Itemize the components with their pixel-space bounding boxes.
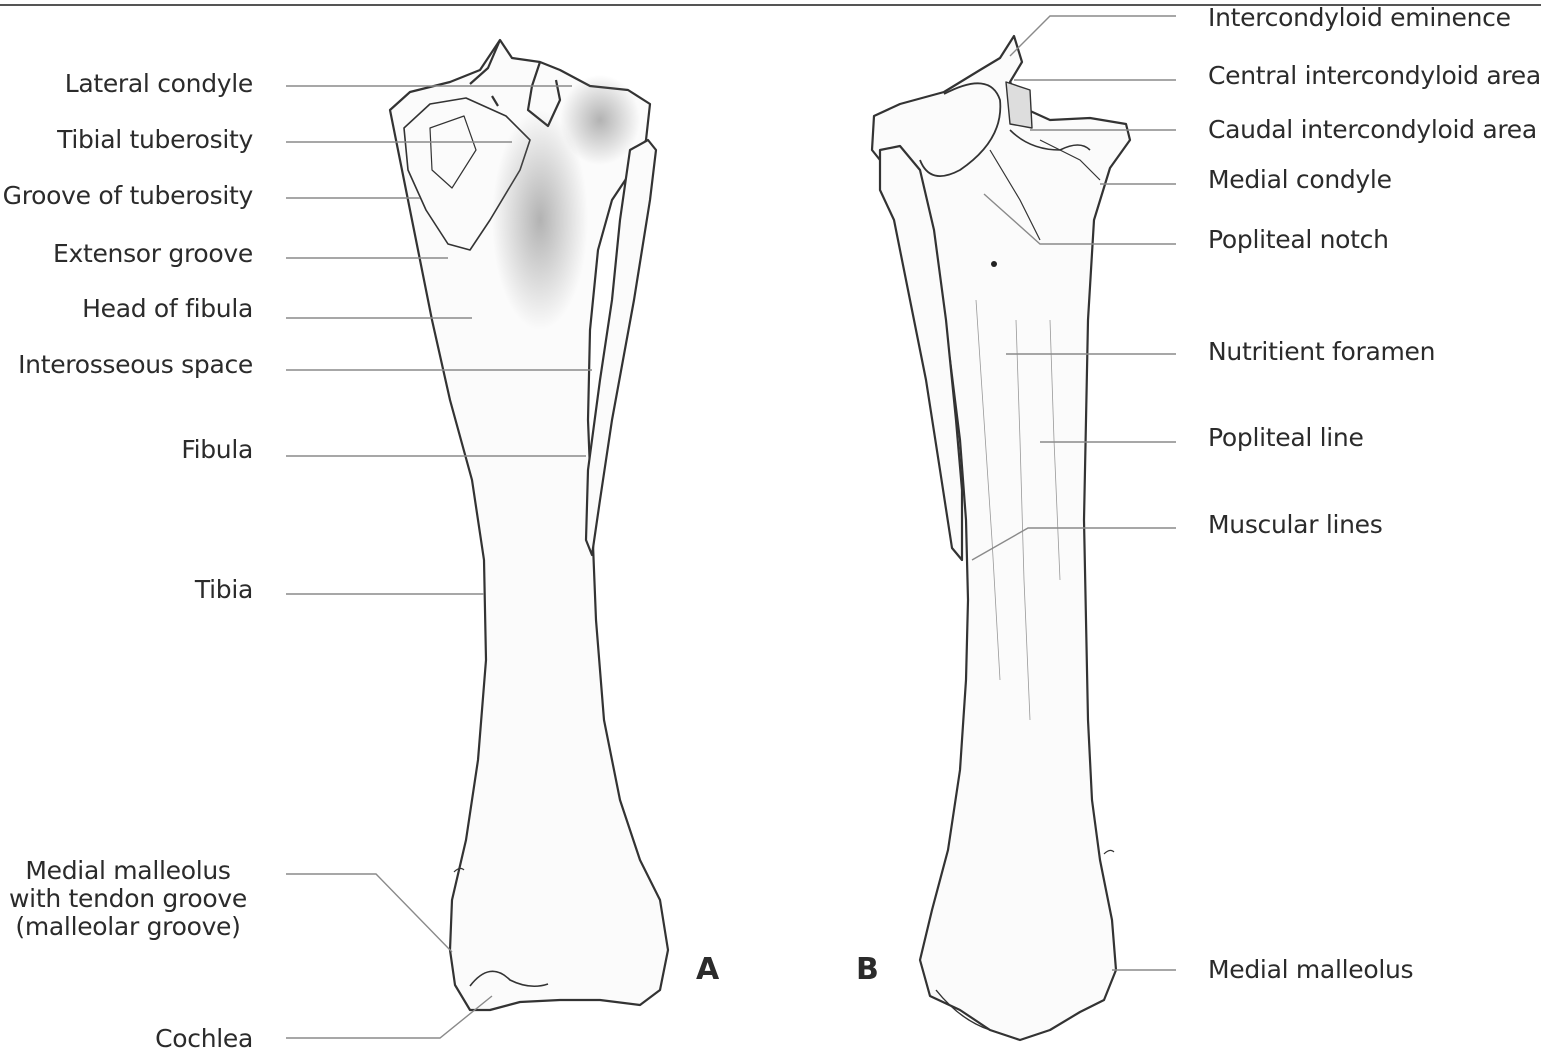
bone-a-cranial-view (390, 40, 668, 1010)
label-tibia: Tibia (195, 576, 253, 604)
label-caudal-intercondyloid-area: Caudal intercondyloid area (1208, 116, 1537, 144)
label-fibula: Fibula (181, 436, 253, 464)
label-nutrient-foramen: Nutritient foramen (1208, 338, 1435, 366)
label-medial-malleolus-tendon-groove: Medial malleolus with tendon groove (mal… (3, 857, 253, 941)
label-tibial-tuberosity: Tibial tuberosity (57, 126, 253, 154)
label-lateral-condyle: Lateral condyle (65, 70, 253, 98)
label-groove-of-tuberosity: Groove of tuberosity (3, 182, 253, 210)
label-medial-condyle: Medial condyle (1208, 166, 1392, 194)
label-muscular-lines: Muscular lines (1208, 511, 1382, 539)
label-extensor-groove: Extensor groove (53, 240, 253, 268)
label-intercondyloid-eminence: Intercondyloid eminence (1208, 4, 1511, 32)
label-medial-malleolus: Medial malleolus (1208, 956, 1413, 984)
label-head-of-fibula: Head of fibula (82, 295, 253, 323)
bone-b-caudal-view (872, 36, 1130, 1040)
view-label-b: B (856, 952, 879, 987)
view-label-a: A (696, 952, 719, 987)
label-interosseous-space: Interosseous space (18, 351, 253, 379)
label-central-intercondyloid-area: Central intercondyloid area (1208, 62, 1541, 90)
label-popliteal-line: Popliteal line (1208, 424, 1364, 452)
label-cochlea: Cochlea (155, 1025, 253, 1053)
label-popliteal-notch: Popliteal notch (1208, 226, 1389, 254)
